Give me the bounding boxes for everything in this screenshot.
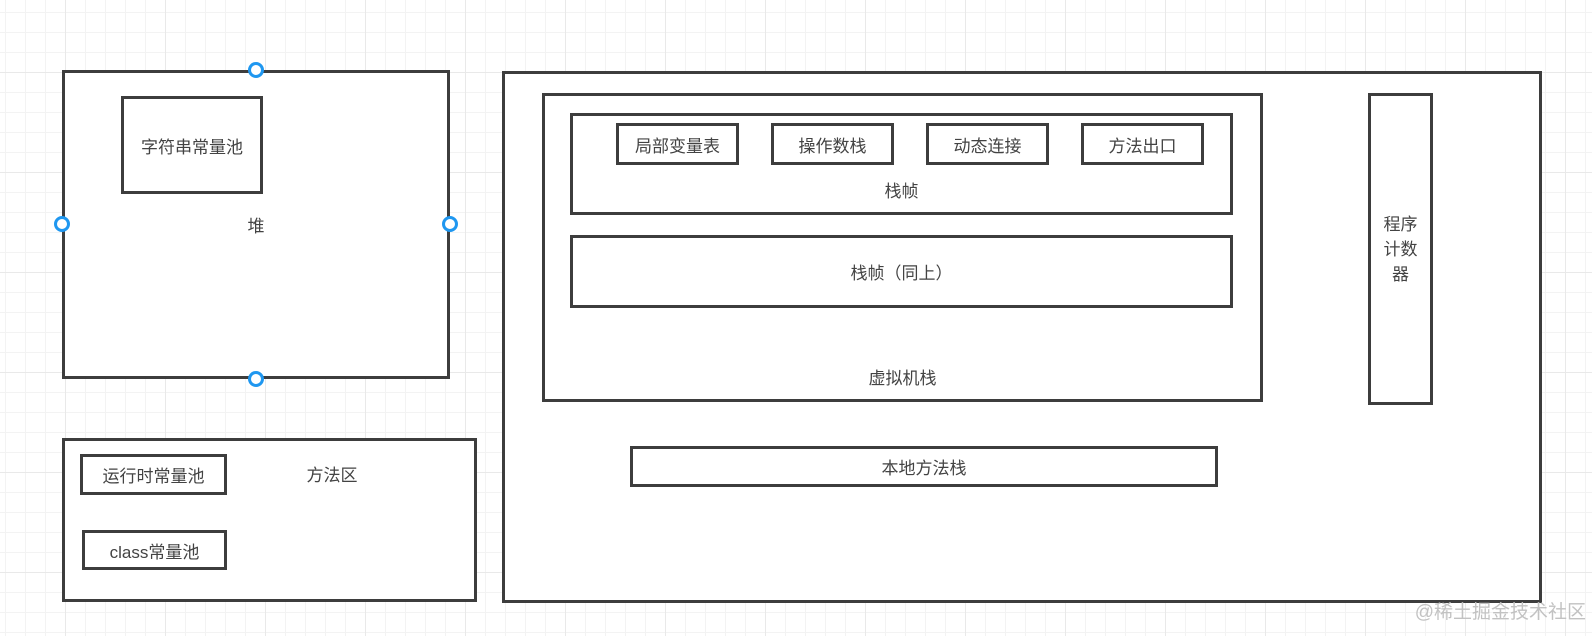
vm-stack-box[interactable]: 局部变量表 操作数栈 动态连接 方法出口 栈帧 栈帧（同上） 虚拟机栈 bbox=[542, 93, 1263, 402]
program-counter-label-line1: 程序 bbox=[1383, 214, 1418, 234]
string-constant-pool-box[interactable]: 字符串常量池 bbox=[121, 96, 263, 194]
stack-frame-2-box[interactable]: 栈帧（同上） bbox=[570, 235, 1233, 308]
watermark-text: @稀土掘金技术社区 bbox=[1414, 602, 1586, 623]
stack-frame-2-label: 栈帧（同上） bbox=[850, 264, 953, 283]
dynamic-linking-box[interactable]: 动态连接 bbox=[926, 123, 1049, 165]
operand-stack-box[interactable]: 操作数栈 bbox=[771, 123, 894, 165]
class-constant-pool-box[interactable]: class常量池 bbox=[82, 530, 227, 570]
runtime-constant-pool-label: 运行时常量池 bbox=[102, 467, 205, 486]
heap-label: 堆 bbox=[247, 217, 265, 236]
connection-handle-right-icon[interactable] bbox=[442, 216, 458, 232]
runtime-data-area-box[interactable]: 局部变量表 操作数栈 动态连接 方法出口 栈帧 栈帧（同上） 虚拟机栈 本地方法… bbox=[502, 71, 1542, 603]
operand-stack-label: 操作数栈 bbox=[798, 136, 867, 156]
stack-frame-label: 栈帧 bbox=[884, 182, 919, 201]
connection-handle-left-icon[interactable] bbox=[54, 216, 70, 232]
method-exit-box[interactable]: 方法出口 bbox=[1081, 123, 1204, 165]
native-method-stack-label: 本地方法栈 bbox=[881, 459, 967, 478]
local-variable-table-box[interactable]: 局部变量表 bbox=[616, 123, 739, 165]
connection-handle-top-icon[interactable] bbox=[248, 62, 264, 78]
dynamic-linking-label: 动态连接 bbox=[953, 136, 1022, 156]
method-area-box[interactable]: 运行时常量池 class常量池 方法区 bbox=[62, 438, 477, 602]
method-area-label: 方法区 bbox=[306, 466, 358, 485]
string-constant-pool-label: 字符串常量池 bbox=[141, 137, 243, 157]
class-constant-pool-label: class常量池 bbox=[109, 542, 200, 562]
connection-handle-bottom-icon[interactable] bbox=[248, 371, 264, 387]
stack-frame-box[interactable]: 局部变量表 操作数栈 动态连接 方法出口 栈帧 bbox=[570, 113, 1233, 215]
heap-box[interactable]: 字符串常量池 堆 bbox=[62, 70, 450, 379]
program-counter-label-line2: 计数 bbox=[1383, 239, 1418, 259]
runtime-constant-pool-box[interactable]: 运行时常量池 bbox=[80, 454, 227, 495]
vm-stack-label: 虚拟机栈 bbox=[868, 369, 937, 388]
method-exit-label: 方法出口 bbox=[1108, 136, 1177, 156]
native-method-stack-box[interactable]: 本地方法栈 bbox=[630, 446, 1218, 487]
local-variable-table-label: 局部变量表 bbox=[635, 136, 720, 156]
program-counter-box[interactable]: 程序 计数 器 bbox=[1368, 93, 1433, 405]
program-counter-label-line3: 器 bbox=[1392, 264, 1409, 284]
